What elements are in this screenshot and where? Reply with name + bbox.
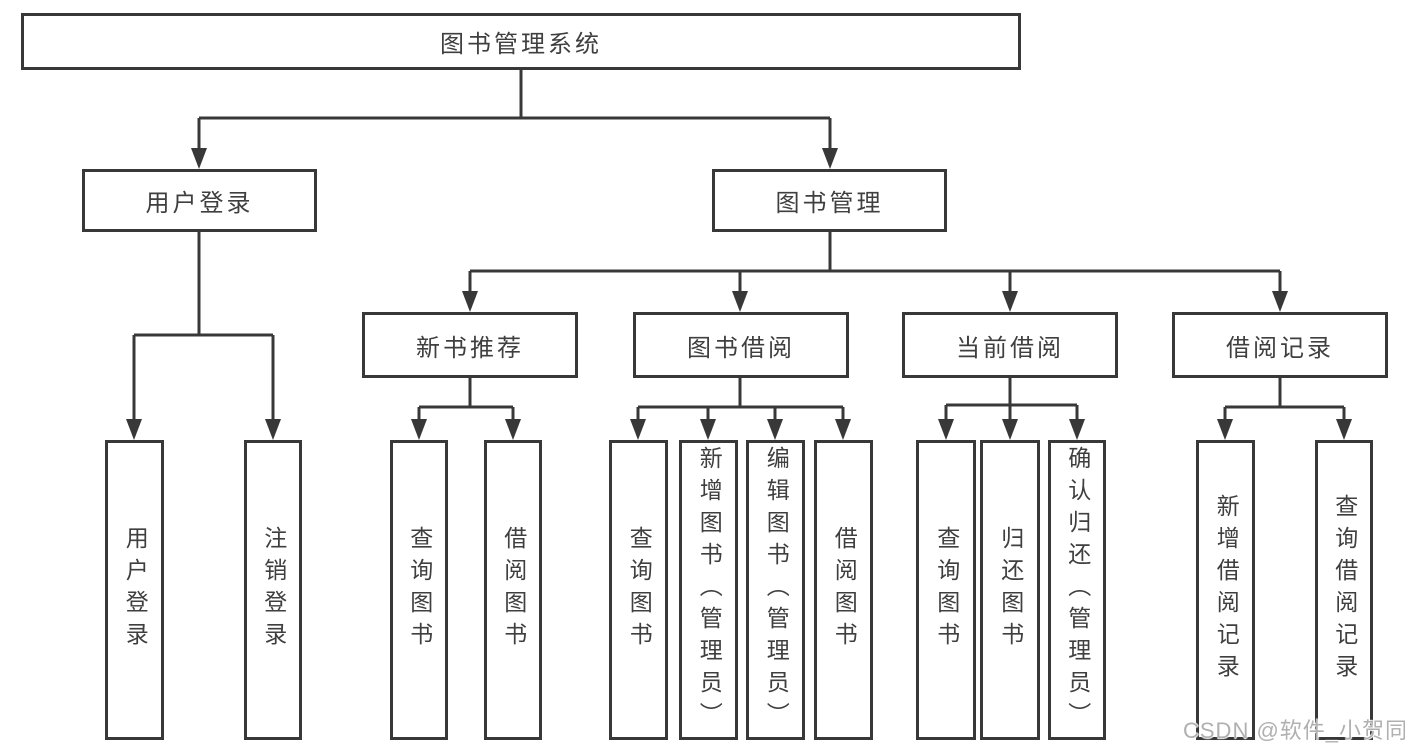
leaf-label: 借阅图书 — [500, 526, 527, 654]
arrow-icon — [265, 419, 281, 440]
arrow-icon — [462, 291, 478, 312]
leaf-add-books-admin: 新增图书（管理员） — [679, 440, 738, 740]
node-borrowing-records: 借阅记录 — [1172, 312, 1388, 378]
node-new-book-recommendation: 新书推荐 — [362, 312, 578, 378]
leaf-label: 新增借阅记录 — [1213, 494, 1240, 686]
node-label: 图书管理系统 — [440, 31, 602, 58]
leaf-query-borrow-record: 查询借阅记录 — [1315, 440, 1373, 740]
leaf-confirm-return-admin: 确认归还（管理员） — [1048, 440, 1106, 740]
leaf-user-login: 用户登录 — [105, 440, 164, 740]
leaf-label: 用户登录 — [122, 526, 149, 654]
arrow-icon — [1002, 419, 1018, 440]
leaf-label: 查询图书 — [406, 526, 433, 654]
arrow-icon — [1069, 419, 1085, 440]
node-label: 当前借阅 — [956, 334, 1064, 362]
arrow-icon — [1272, 291, 1288, 312]
connector-book-borrow-children — [636, 378, 845, 420]
node-user-login: 用户登录 — [82, 169, 317, 232]
node-book-borrowing: 图书借阅 — [633, 312, 849, 378]
node-library-management-system: 图书管理系统 — [21, 13, 1021, 70]
leaf-return-books: 归还图书 — [980, 440, 1040, 740]
leaf-label: 注销登录 — [260, 526, 287, 654]
leaf-borrow-books-2: 借阅图书 — [814, 440, 873, 740]
arrow-icon — [822, 148, 838, 169]
arrow-icon — [126, 419, 142, 440]
connector-stems — [132, 70, 1346, 420]
node-label: 图书借阅 — [687, 334, 795, 362]
connector-arrowheads — [126, 148, 1352, 440]
leaf-label: 查询图书 — [626, 526, 653, 654]
node-label: 图书管理 — [775, 190, 884, 217]
connector-root-children — [197, 70, 832, 150]
leaf-query-books-2: 查询图书 — [609, 440, 668, 740]
arrow-icon — [938, 419, 954, 440]
leaf-label: 确认归还（管理员） — [1064, 446, 1091, 734]
arrow-icon — [1217, 419, 1233, 440]
arrow-icon — [835, 419, 851, 440]
leaf-label: 查询借阅记录 — [1331, 494, 1358, 686]
arrow-icon — [767, 419, 783, 440]
arrow-icon — [191, 148, 207, 169]
connector-book-mgmt-children — [468, 232, 1282, 293]
leaf-logout: 注销登录 — [244, 440, 302, 740]
arrow-icon — [1336, 419, 1352, 440]
leaf-edit-books-admin: 编辑图书（管理员） — [746, 440, 805, 740]
arrow-icon — [411, 419, 427, 440]
leaf-query-books-3: 查询图书 — [916, 440, 976, 740]
leaf-label: 新增图书（管理员） — [696, 446, 723, 734]
leaf-label: 借阅图书 — [831, 526, 858, 654]
node-current-borrowing: 当前借阅 — [902, 312, 1118, 378]
connector-borrow-records-children — [1223, 378, 1346, 420]
arrow-icon — [630, 419, 646, 440]
arrow-icon — [700, 419, 716, 440]
node-book-management: 图书管理 — [712, 169, 947, 232]
connector-user-login-children — [132, 232, 275, 420]
node-label: 新书推荐 — [416, 334, 524, 362]
leaf-label: 归还图书 — [997, 526, 1024, 654]
leaf-add-borrow-record: 新增借阅记录 — [1196, 440, 1255, 740]
node-label: 借阅记录 — [1226, 334, 1334, 362]
arrow-icon — [732, 291, 748, 312]
watermark-csdn: CSDN @软件_小贺同学 — [1183, 718, 1405, 743]
leaf-borrow-books-1: 借阅图书 — [484, 440, 542, 740]
arrow-icon — [505, 419, 521, 440]
connector-new-book-rec-children — [417, 378, 515, 420]
leaf-label: 编辑图书（管理员） — [763, 446, 790, 734]
connector-current-borrow-children — [944, 378, 1079, 420]
leaf-label: 查询图书 — [933, 526, 960, 654]
leaf-query-books-1: 查询图书 — [390, 440, 448, 740]
arrow-icon — [1002, 291, 1018, 312]
node-label: 用户登录 — [145, 190, 254, 217]
